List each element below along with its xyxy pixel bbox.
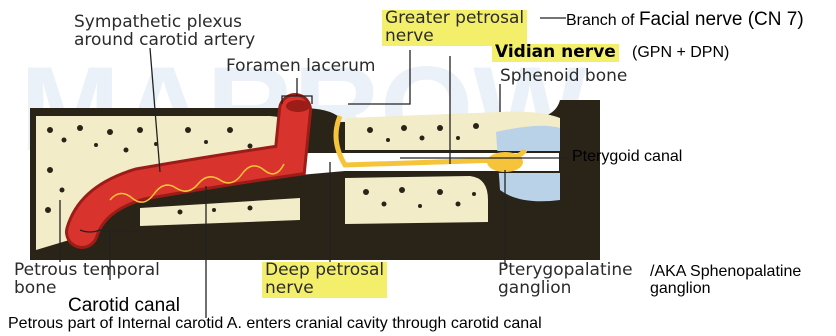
petrous-temporal-bone-label: Petrous temporal bone [14, 262, 160, 298]
deep-petrosal-line2: nerve [265, 280, 384, 298]
pterygopalatine-ganglion-label: Pterygopalatine ganglion [498, 262, 633, 298]
vidian-note: (GPN + DPN) [632, 45, 729, 62]
sphenopalatine-aka-label: /AKA Sphenopalatine ganglion [650, 264, 801, 298]
branch-of-text: Branch of [566, 12, 634, 29]
facial-nerve-annotation: Branch of Facial nerve (CN 7) [566, 10, 804, 30]
carotid-canal-label: Carotid canal [68, 296, 180, 316]
sympathetic-plexus-label: Sympathetic plexus around carotid artery [74, 14, 255, 50]
greater-petrosal-label: Greater petrosal nerve [382, 10, 527, 46]
sphenoid-bone-lower [345, 176, 488, 224]
pterygoid-canal-label: Pterygoid canal [572, 149, 682, 166]
deep-petrosal-label: Deep petrosal nerve [262, 262, 387, 298]
sympathetic-label-line2: around carotid artery [74, 32, 255, 50]
vidian-nerve-label: Vidian nerve [492, 44, 619, 62]
aka-line1: /AKA Sphenopalatine [650, 264, 801, 281]
pterygopalatine-line2: ganglion [498, 280, 633, 298]
carotid-opening [286, 100, 310, 112]
foramen-lacerum-label: Foramen lacerum [226, 58, 375, 76]
facial-nerve-text: Facial nerve (CN 7) [639, 9, 804, 30]
sphenoid-bone-label: Sphenoid bone [500, 68, 627, 86]
pterygopalatine-ganglion-shape [487, 152, 523, 172]
caption: Petrous part of Internal carotid A. ente… [8, 316, 542, 333]
aka-line2: ganglion [650, 281, 801, 298]
